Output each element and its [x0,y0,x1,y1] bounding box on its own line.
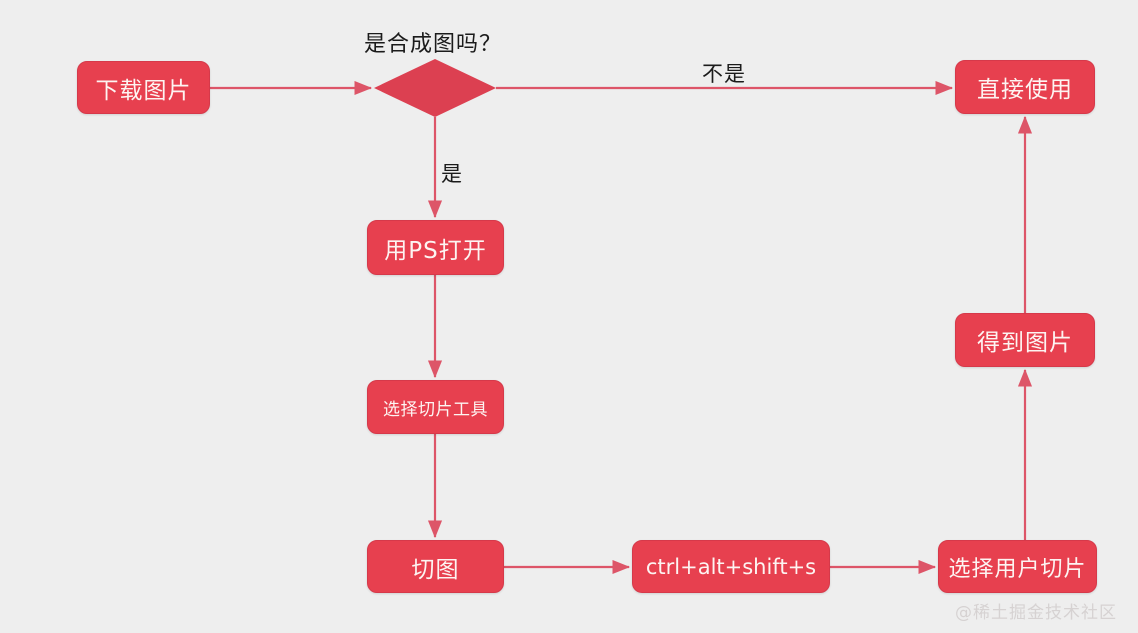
node-user-slice[interactable]: 选择用户切片 [938,540,1097,593]
node-get-image[interactable]: 得到图片 [955,313,1095,367]
node-direct-use[interactable]: 直接使用 [955,60,1095,114]
node-shortcut[interactable]: ctrl+alt+shift+s [632,540,830,593]
node-open-ps[interactable]: 用PS打开 [367,220,504,275]
node-slice-tool[interactable]: 选择切片工具 [367,380,504,434]
decision-question-label: 是合成图吗？ [364,32,503,57]
edge-label-no: 不是 [702,62,746,86]
watermark: @稀土掘金技术社区 [955,603,1117,623]
node-cut[interactable]: 切图 [367,540,504,593]
node-download[interactable]: 下载图片 [77,61,210,114]
edge-label-yes: 是 [441,162,463,186]
diamond-shape [374,59,496,117]
node-decision[interactable] [374,59,496,117]
